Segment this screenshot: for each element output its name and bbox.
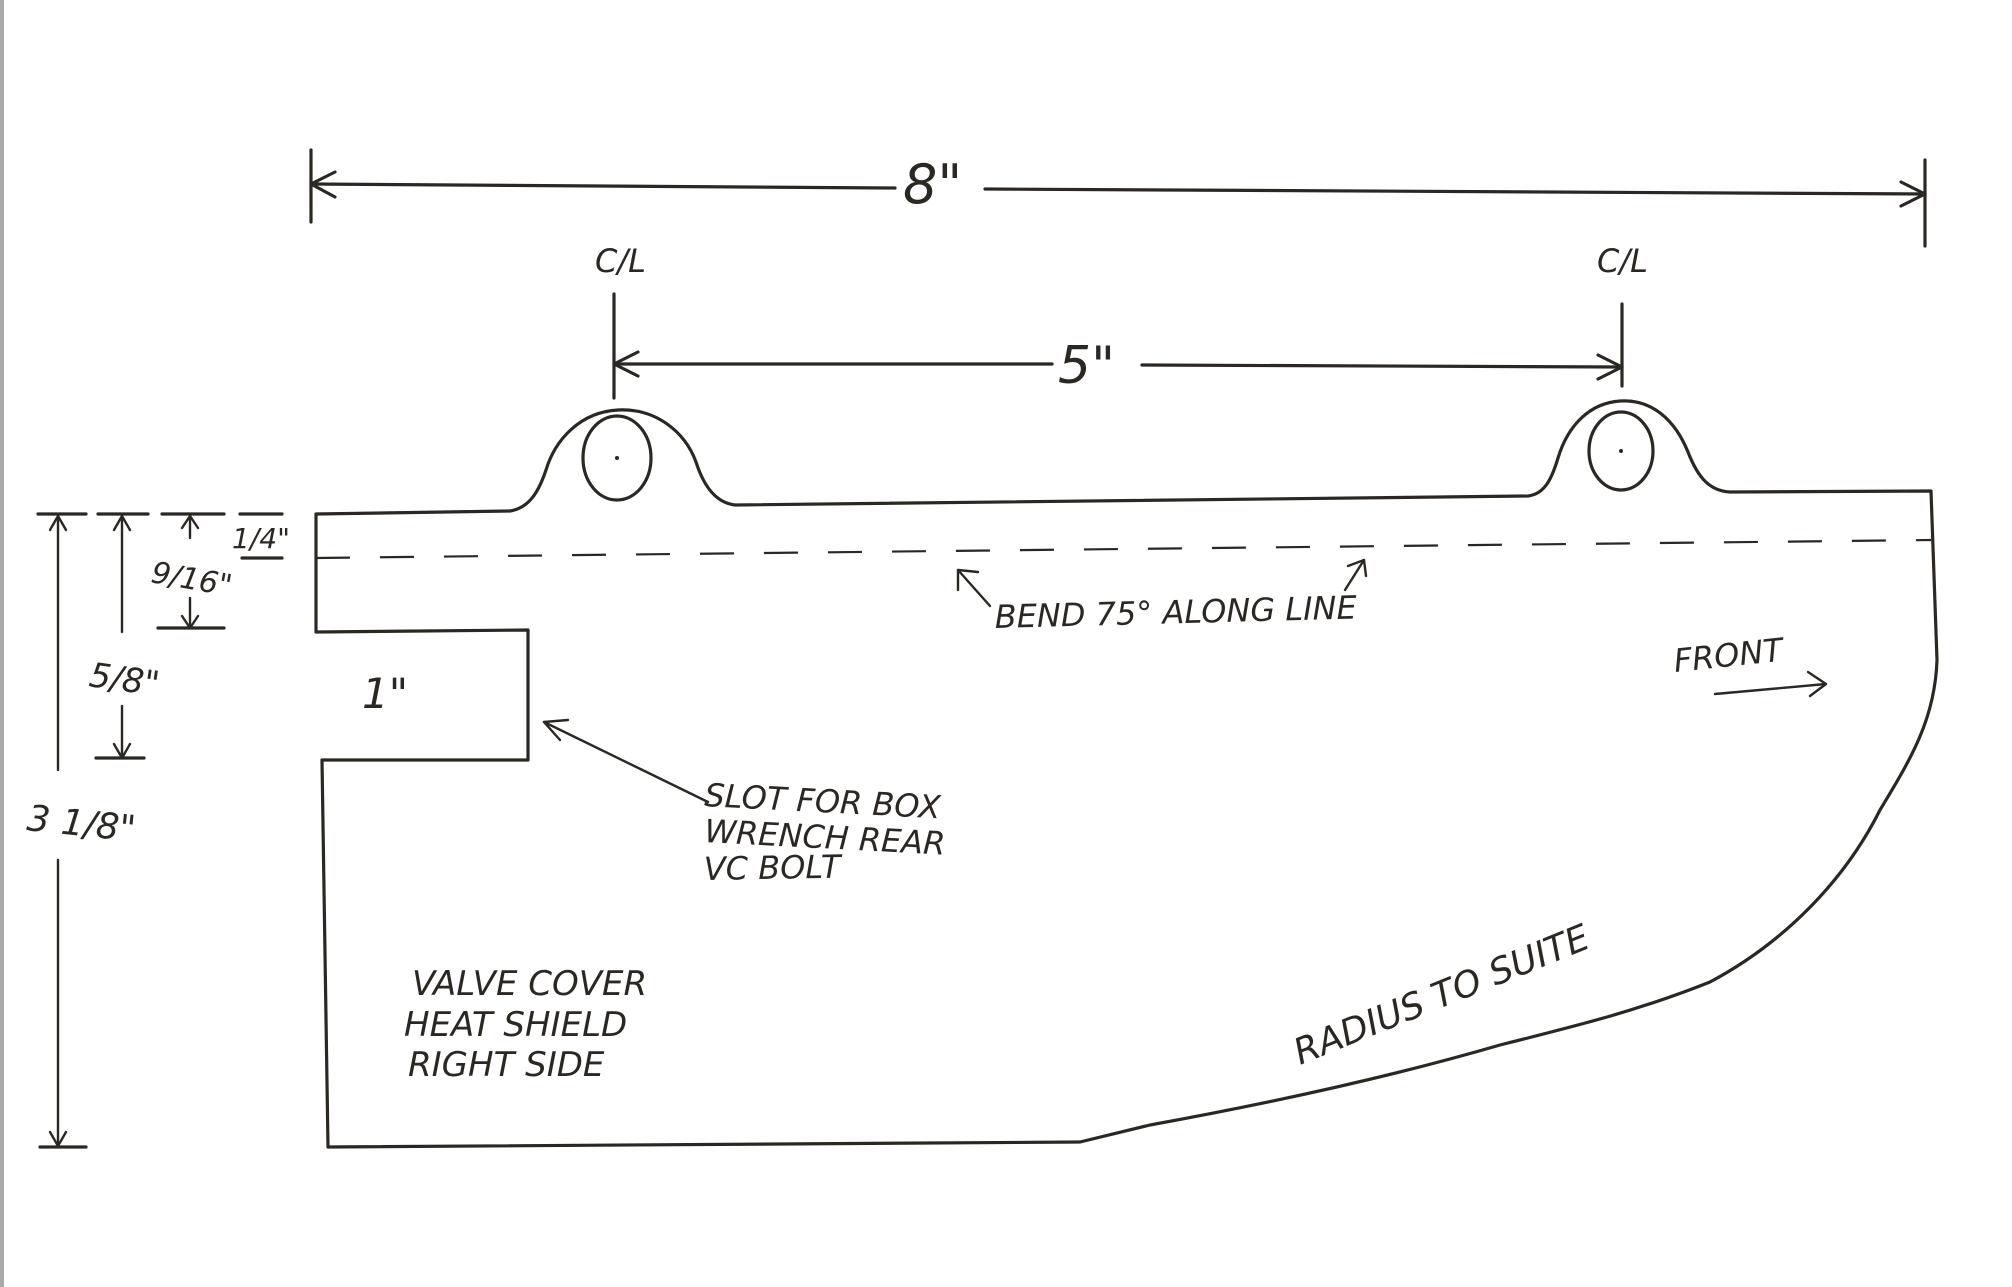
overall-width-dimension (309, 148, 1927, 248)
bend-offset-dimension (238, 512, 284, 560)
mounting-hole-right (1587, 410, 1655, 492)
slot-depth-label: 1" (362, 669, 408, 718)
slot-bottom-label: 5/8" (87, 655, 162, 704)
overall-width-label: 8" (903, 153, 962, 216)
hole-spacing-dimension (612, 292, 1624, 400)
radius-note: RADIUS TO SUITE (1288, 917, 1596, 1073)
slot-top-dimension (156, 512, 226, 630)
centerline-right-label: C/L (1597, 242, 1648, 280)
bend-offset-label: 1/4" (232, 522, 290, 555)
bend-note: BEND 75° ALONG LINE (994, 589, 1358, 636)
bend-arrows (956, 558, 1368, 608)
slot-bottom-dimension (94, 512, 150, 760)
slot-top-label: 9/16" (149, 555, 235, 604)
mounting-hole-left-center (615, 456, 619, 460)
mounting-hole-left (581, 414, 653, 502)
scan-edge (0, 0, 4, 1287)
slot-note-line3: VC BOLT (703, 848, 843, 888)
title-line2: HEAT SHIELD (404, 1005, 627, 1045)
overall-height-label: 3 1/8" (25, 798, 138, 850)
title-line1: VALVE COVER (412, 964, 647, 1004)
front-arrow (1713, 670, 1828, 698)
overall-height-dimension (36, 512, 88, 1149)
front-note: FRONT (1672, 630, 1787, 679)
centerline-left-label: C/L (595, 242, 646, 280)
mounting-hole-right-center (1619, 449, 1623, 453)
bend-line (315, 538, 1932, 560)
hole-spacing-label: 5" (1058, 336, 1115, 396)
slot-leader (542, 718, 710, 804)
title-line3: RIGHT SIDE (408, 1045, 605, 1085)
shield-outline (314, 399, 1939, 1149)
